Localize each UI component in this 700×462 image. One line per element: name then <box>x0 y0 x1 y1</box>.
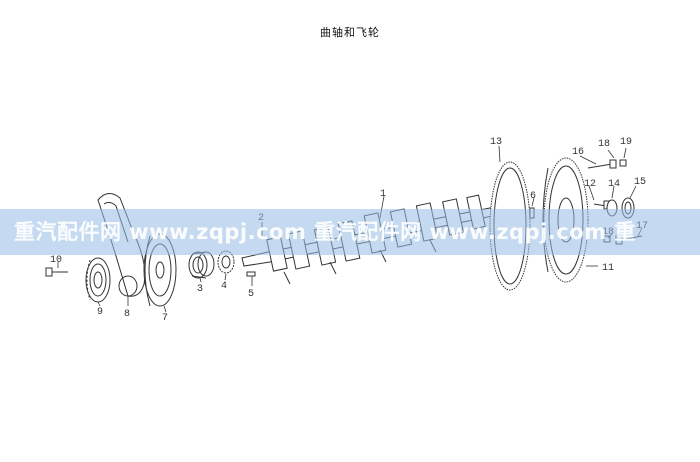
part-5-key <box>246 271 256 277</box>
callout-19: 19 <box>620 137 632 148</box>
callout-6: 6 <box>530 191 536 202</box>
callout-15: 15 <box>634 177 646 188</box>
callout-16: 16 <box>572 147 584 158</box>
watermark-text: 重汽配件网 www.zqpj.com 重汽配件网 www.zqpj.com 重 <box>14 220 636 244</box>
callout-14: 14 <box>608 179 620 190</box>
part-16-bolt <box>587 159 617 169</box>
part-10-bolt <box>45 267 68 277</box>
callout-8: 8 <box>124 309 130 320</box>
callout-7: 7 <box>162 313 168 324</box>
callout-1: 1 <box>380 189 386 200</box>
part-4-gear <box>217 250 235 274</box>
part-3-seal <box>188 251 215 279</box>
watermark-band <box>0 209 700 255</box>
callout-13: 13 <box>490 137 502 148</box>
callout-5: 5 <box>248 289 254 300</box>
callout-12: 12 <box>584 179 596 190</box>
callout-4: 4 <box>221 281 227 292</box>
diagram-title: 曲轴和飞轮 <box>320 26 380 39</box>
callout-11: 11 <box>602 263 614 274</box>
part-9-pulley <box>85 257 111 303</box>
callout-3: 3 <box>197 284 203 295</box>
callout-18-upper: 18 <box>598 139 610 150</box>
callout-9: 9 <box>97 307 103 318</box>
part-19-nut <box>619 159 627 167</box>
callout-10: 10 <box>50 255 62 266</box>
